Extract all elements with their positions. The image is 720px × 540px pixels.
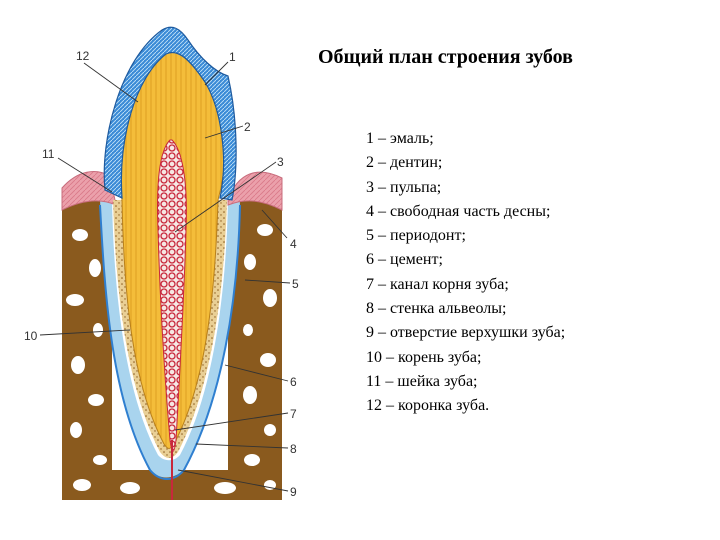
legend-item: 5 – периодонт; [366, 224, 565, 248]
callout-9: 9 [290, 485, 297, 499]
callout-8: 8 [290, 442, 297, 456]
legend-item: 3 – пульпа; [366, 176, 565, 200]
legend-list: 1 – эмаль; 2 – дентин; 3 – пульпа; 4 – с… [366, 127, 565, 419]
legend-item: 1 – эмаль; [366, 127, 565, 151]
callout-10: 10 [24, 329, 38, 343]
legend-item: 7 – канал корня зуба; [366, 273, 565, 297]
legend-item: 10 – корень зуба; [366, 346, 565, 370]
callout-5: 5 [292, 277, 299, 291]
legend-item: 11 – шейка зуба; [366, 370, 565, 394]
callout-2: 2 [244, 120, 251, 134]
callout-4: 4 [290, 237, 297, 251]
callout-6: 6 [290, 375, 297, 389]
legend-item: 8 – стенка альвеолы; [366, 297, 565, 321]
callout-12: 12 [76, 49, 90, 63]
legend-item: 6 – цемент; [366, 248, 565, 272]
legend-item: 4 – свободная часть десны; [366, 200, 565, 224]
legend-item: 12 – коронка зуба. [366, 394, 565, 418]
page-title: Общий план строения зубов [318, 46, 708, 69]
callout-11: 11 [42, 147, 55, 161]
callout-7: 7 [290, 407, 297, 421]
legend-item: 2 – дентин; [366, 151, 565, 175]
legend-item: 9 – отверстие верхушки зуба; [366, 321, 565, 345]
callout-1: 1 [229, 50, 236, 64]
callout-3: 3 [277, 155, 284, 169]
